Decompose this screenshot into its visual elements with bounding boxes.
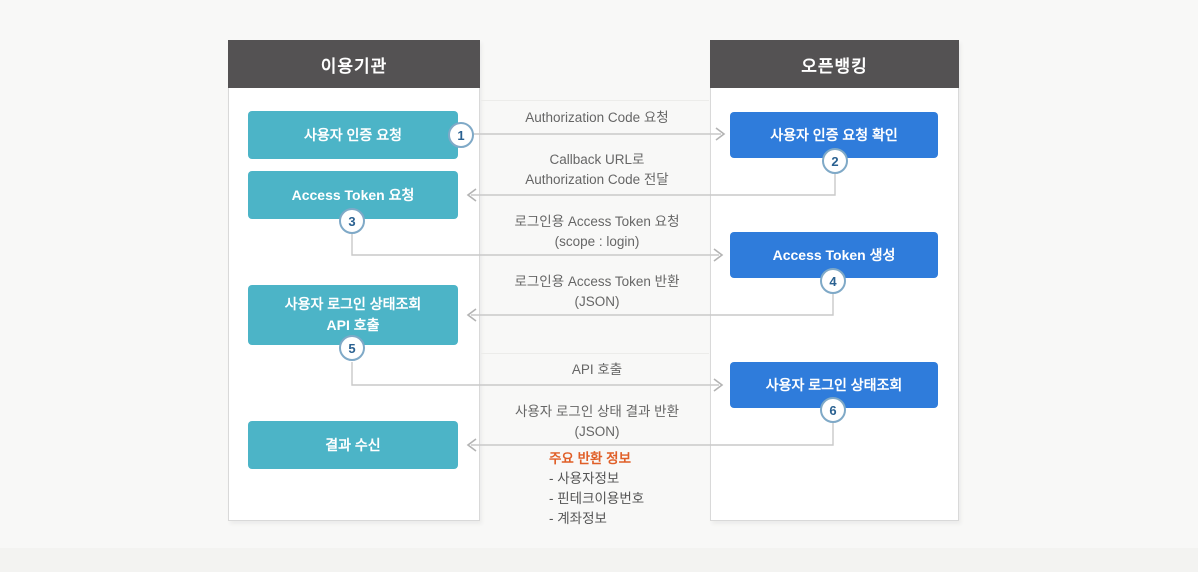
flow-label-callback-authorization-code: Callback URL로 Authorization Code 전달 [525, 152, 669, 187]
panel-client-title: 이용기관 [228, 40, 480, 88]
return-info-item-fintech-number: - 핀테크이용번호 [549, 491, 645, 506]
flow-label-api-call: API 호출 [571, 362, 623, 377]
node-user-auth-request: 사용자 인증 요청 [248, 111, 458, 159]
node-login-status-check: 사용자 로그인 상태조회 [730, 362, 938, 408]
flow-label-authorization-code-request: Authorization Code 요청 [525, 110, 669, 125]
step-badge-4: 4 [820, 268, 846, 294]
return-info-item-account: - 계좌정보 [549, 511, 607, 526]
return-info-item-user: - 사용자정보 [549, 471, 620, 486]
step-badge-1: 1 [448, 122, 474, 148]
node-user-auth-confirm: 사용자 인증 요청 확인 [730, 112, 938, 158]
step-badge-2: 2 [822, 148, 848, 174]
return-info: 주요 반환 정보 - 사용자정보 - 핀테크이용번호 - 계좌정보 [549, 449, 644, 529]
panel-openbanking-title: 오픈뱅킹 [710, 40, 959, 88]
node-access-token-request: Access Token 요청 [248, 171, 458, 219]
flow-label-login-status-result: 사용자 로그인 상태 결과 반환 (JSON) [514, 404, 680, 439]
flow-label-access-token-request: 로그인용 Access Token 요청 (scope : login) [514, 214, 680, 249]
flow-label-access-token-return: 로그인용 Access Token 반환 (JSON) [514, 274, 680, 309]
node-result-receive: 결과 수신 [248, 421, 458, 469]
bottom-strip [0, 548, 1198, 572]
return-info-title: 주요 반환 정보 [549, 451, 632, 466]
step-badge-5: 5 [339, 335, 365, 361]
step-badge-3: 3 [339, 208, 365, 234]
step-badge-6: 6 [820, 397, 846, 423]
